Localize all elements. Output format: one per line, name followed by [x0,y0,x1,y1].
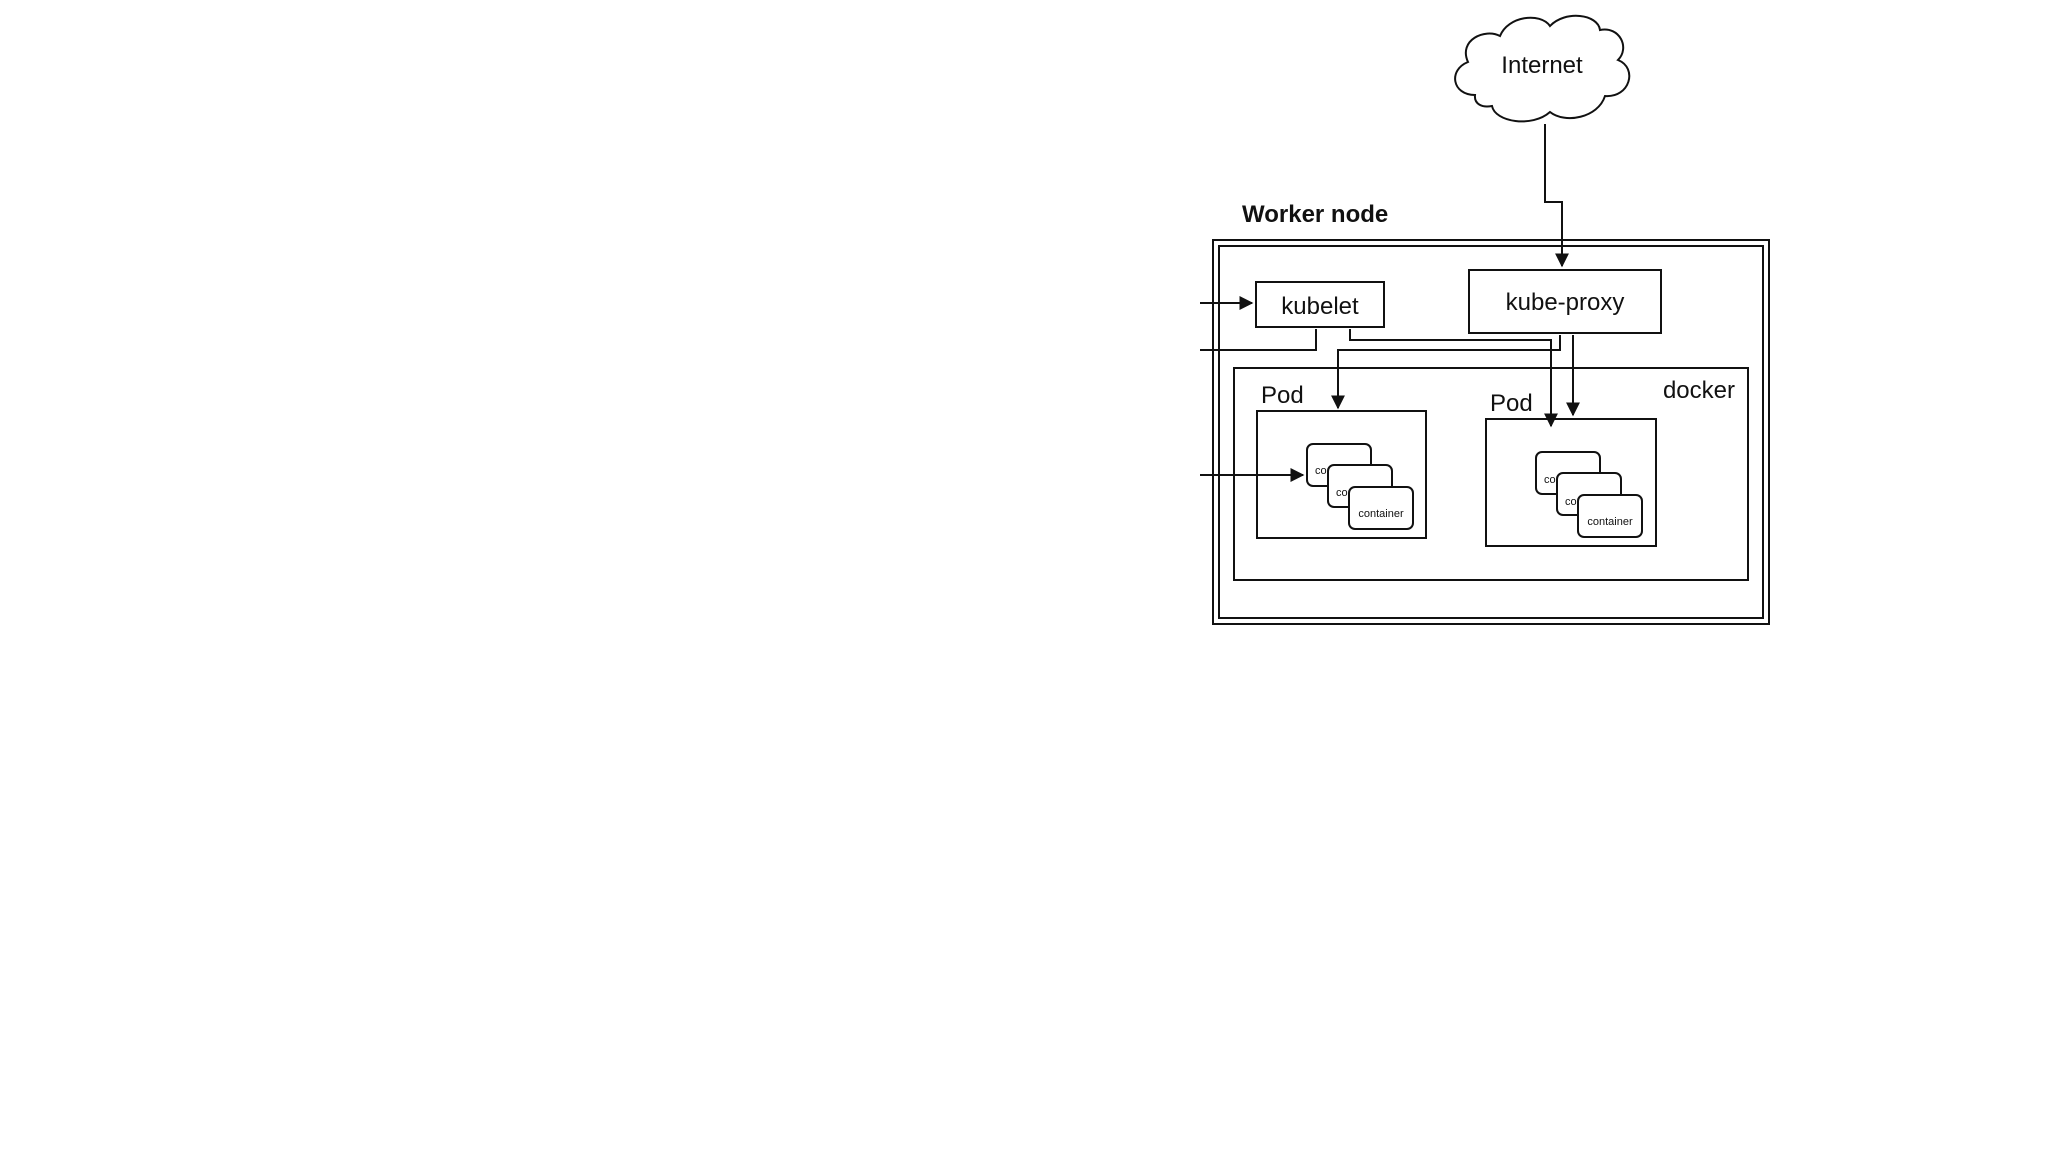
pod-1-label: Pod [1261,382,1304,409]
pod-1-container-3: container [1348,486,1414,530]
kubelet-to-pod-2-edge [1349,329,1558,428]
pod-2-container-3-label: container [1587,516,1633,528]
pod-2-container-1-label: co [1544,474,1556,486]
internet-label: Internet [1501,52,1583,79]
pod-1-container-2-label: co [1336,487,1348,499]
worker-node-title: Worker node [1242,201,1388,228]
kubelet-label: kubelet [1281,293,1359,320]
pod-2-container-2-label: co [1565,496,1577,508]
docker-label: docker [1663,377,1735,404]
pod-2-container-3: container [1577,494,1643,538]
pod-2: Pod co co container [1485,390,1657,547]
pod-1: Pod co co container [1256,382,1427,539]
pod-1-container-1-label: co [1315,465,1327,477]
kubelet-outbound-edge [1200,329,1317,351]
internet-cloud: Internet [1454,14,1631,123]
kube-proxy-label: kube-proxy [1506,289,1625,316]
kube-proxy-to-pod-1-edge [1331,335,1561,410]
kubelet-box: kubelet [1255,281,1385,328]
worker-node-inner-frame [1218,245,1764,619]
internet-to-kube-proxy-edge [1544,124,1569,268]
pod-1-container-3-label: container [1358,508,1404,520]
kube-proxy-box: kube-proxy [1468,269,1662,334]
pod-2-label: Pod [1490,390,1533,417]
